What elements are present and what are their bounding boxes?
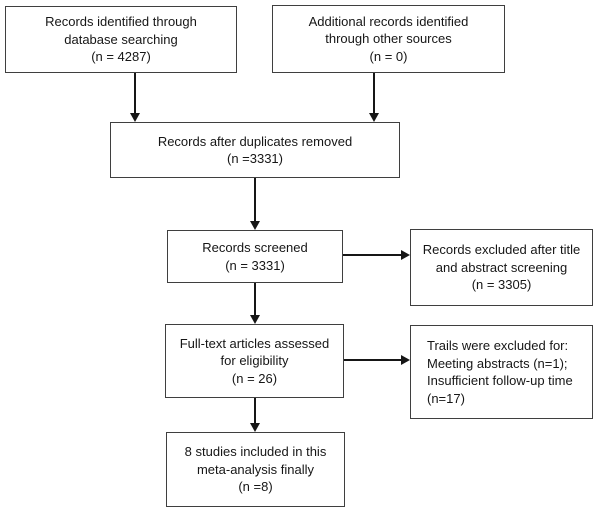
box-text-line: meta-analysis finally	[196, 461, 315, 477]
arrow-fulltext-to-included	[254, 398, 256, 424]
box-records-excluded-screening: Records excluded after title and abstrac…	[410, 229, 593, 306]
arrowhead-down-icon	[250, 221, 260, 230]
box-trials-excluded: Trails were excluded for: Meeting abstra…	[410, 325, 593, 419]
box-text-line: (n = 4287)	[91, 49, 151, 65]
box-text-line: Records after duplicates removed	[157, 133, 353, 149]
box-fulltext-assessed: Full-text articles assessed for eligibil…	[165, 324, 344, 398]
arrow-duplicates-to-screened	[254, 178, 256, 222]
box-text-line: (n = 3305)	[471, 277, 532, 293]
box-text-line: 8 studies included in this	[184, 444, 327, 460]
box-text-line: Full-text articles assessed	[179, 335, 330, 351]
box-text-line: Trails were excluded for:	[427, 338, 569, 353]
box-text-line: database searching	[64, 31, 178, 47]
box-text-line: (n =8)	[238, 479, 273, 495]
box-text-line: through other sources	[325, 31, 452, 47]
arrowhead-down-icon	[250, 423, 260, 432]
box-additional-records: Additional records identified through ot…	[272, 5, 505, 73]
box-text-line: (n = 26)	[231, 370, 278, 386]
arrowhead-right-icon	[401, 250, 410, 260]
box-text-line: Records screened	[202, 240, 308, 255]
box-text-line: Records identified through	[45, 14, 197, 30]
arrowhead-down-icon	[130, 113, 140, 122]
arrowhead-right-icon	[401, 355, 410, 365]
box-text-line: (n =3331)	[226, 151, 283, 166]
box-text-line: Additional records identified	[308, 13, 469, 29]
box-records-identified: Records identified through database sear…	[5, 6, 237, 73]
box-text-line: Records excluded after title	[422, 242, 581, 258]
box-text-line: (n=17)	[427, 390, 465, 406]
box-text-line: (n = 3331)	[225, 257, 285, 273]
box-duplicates-removed: Records after duplicates removed (n =333…	[110, 122, 400, 178]
arrow-screened-to-fulltext	[254, 283, 256, 316]
box-records-screened: Records screened (n = 3331)	[167, 230, 343, 283]
box-text-line: Insufficient follow-up time	[427, 373, 573, 388]
arrow-identified-to-duplicates	[134, 73, 136, 114]
box-text-line: for eligibility	[220, 353, 289, 369]
box-text-line: (n = 0)	[369, 48, 408, 64]
box-studies-included: 8 studies included in this meta-analysis…	[166, 432, 345, 507]
arrow-fulltext-to-trials-excluded	[344, 359, 402, 361]
arrowhead-down-icon	[369, 113, 379, 122]
arrow-screened-to-excluded	[343, 254, 402, 256]
arrow-additional-to-duplicates	[373, 73, 375, 114]
box-text-line: and abstract screening	[435, 259, 568, 275]
arrowhead-down-icon	[250, 315, 260, 324]
box-text-line: Meeting abstracts (n=1);	[427, 355, 568, 371]
